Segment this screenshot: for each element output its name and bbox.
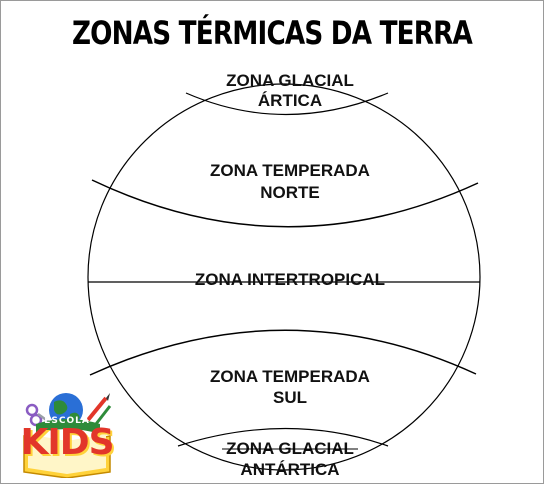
- zone-south-temperate-label-line2: SUL: [273, 388, 307, 407]
- zone-north-temperate-label-line2: NORTE: [260, 183, 320, 202]
- zone-north-temperate-label-line1: ZONA TEMPERADA: [210, 161, 370, 180]
- logo-top-text: ESCOLA: [44, 416, 90, 426]
- zone-intertropical-label: ZONA INTERTROPICAL: [195, 270, 385, 289]
- zone-south-temperate-label-line1: ZONA TEMPERADA: [210, 367, 370, 386]
- antarctic-circle-line: [177, 427, 389, 447]
- zone-arctic-label-line2: ÁRTICA: [258, 91, 322, 110]
- tropic-of-cancer-line: [91, 179, 479, 228]
- arctic-circle-line: [185, 92, 389, 116]
- logo-main-text: KIDS: [20, 422, 114, 463]
- globe-outline: [87, 83, 481, 471]
- diagram-title: ZONAS TÉRMICAS DA TERRA: [71, 14, 473, 52]
- tropic-of-capricorn-line: [89, 329, 477, 376]
- escola-kids-logo: [23, 393, 112, 478]
- zone-antarctic-label-line2: ANTÁRTICA: [240, 460, 339, 479]
- zone-arctic-label-line1: ZONA GLACIAL: [226, 71, 354, 90]
